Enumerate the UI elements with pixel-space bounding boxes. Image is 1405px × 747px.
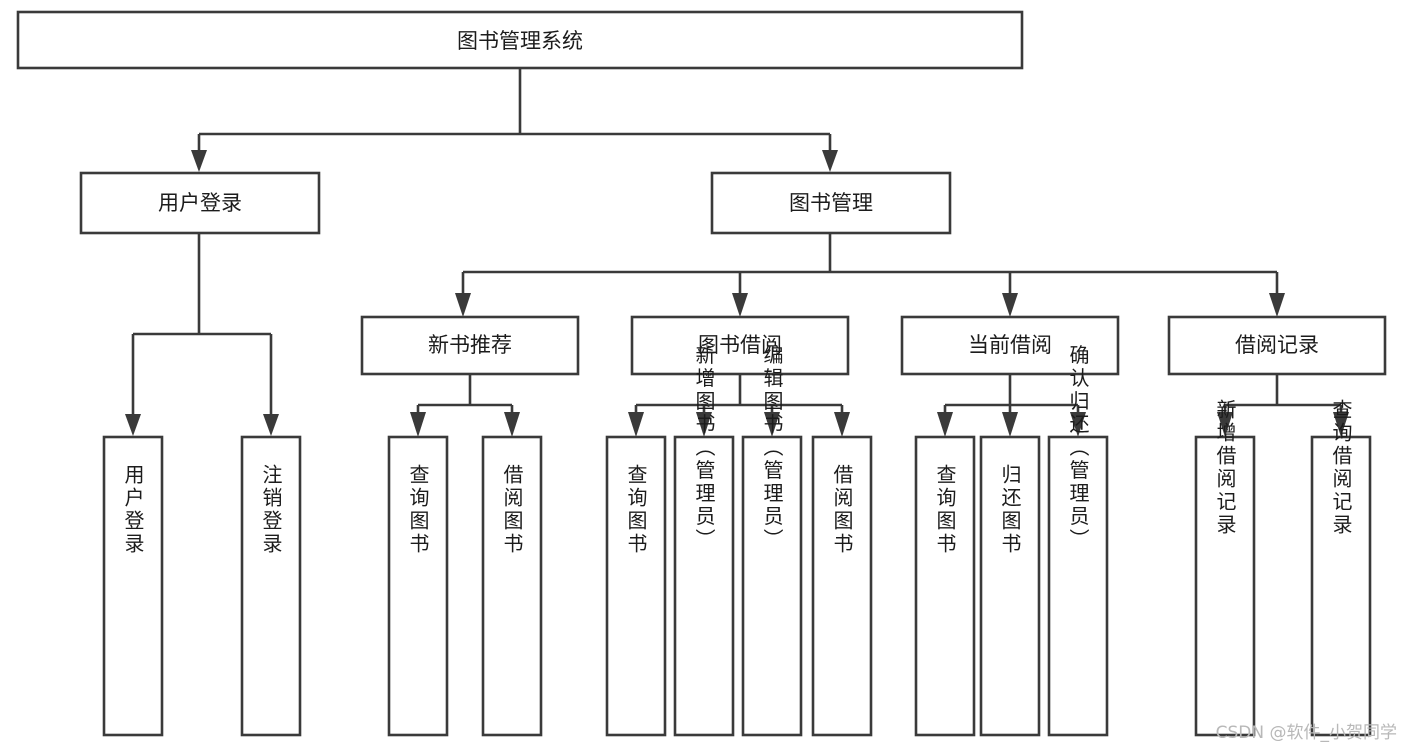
leaf-current-borrow-return[interactable]: 归还图书 [979,435,1041,737]
node-root-label: 图书管理系统 [457,29,583,53]
node-new-book-recommend-label: 新书推荐 [428,333,512,357]
arrow-head-br-leaf2 [1333,412,1349,437]
arrow-head-bb-leaf2 [696,412,712,437]
leaf-current-borrow-return-box[interactable] [979,435,1041,737]
node-current-borrow-box[interactable] [900,315,1120,376]
arrow-head-book-borrow [732,293,748,317]
leaf-borrow-record-add-label: 新增借阅记录 [1213,399,1237,537]
leaf-user-login-logout[interactable]: 注销登录 [240,435,302,737]
arrow-head-cb-leaf2 [1002,412,1018,437]
leaf-book-borrow-add-box[interactable] [673,435,735,737]
leaf-book-borrow-edit[interactable]: 编辑图书（管理员） [741,344,803,737]
connector-layer [125,68,1349,437]
node-new-book-recommend[interactable]: 新书推荐 [360,315,580,376]
leaf-user-login-login[interactable]: 用户登录 [102,435,164,737]
arrow-head-bb-leaf4 [834,412,850,437]
leaf-book-borrow-borrow-label: 借阅图书 [830,464,854,556]
leaf-book-borrow-borrow[interactable]: 借阅图书 [811,435,873,737]
leaf-current-borrow-confirm-box[interactable] [1047,435,1109,737]
leaf-user-login-logout-label: 注销登录 [259,464,283,556]
arrow-head-nb-leaf2 [504,412,520,437]
leaf-book-borrow-add-label: 新增图书（管理员） [692,344,716,551]
leaf-borrow-record-add[interactable]: 新增借阅记录 [1194,399,1256,737]
node-book-borrow-label: 图书借阅 [698,333,782,357]
arrow-head-new-book [455,293,471,317]
leaf-borrow-record-query-label: 查询借阅记录 [1329,399,1353,537]
node-book-borrow[interactable]: 图书借阅 [630,315,850,376]
leaf-borrow-record-query-box[interactable] [1310,435,1372,737]
leaf-book-borrow-query-label: 查询图书 [624,464,648,556]
node-book-borrow-box[interactable] [630,315,850,376]
leaf-new-book-query-label: 查询图书 [406,464,430,556]
node-current-borrow-label: 当前借阅 [968,333,1052,357]
leaf-user-login-logout-box[interactable] [240,435,302,737]
leaf-borrow-record-query[interactable]: 查询借阅记录 [1310,399,1372,737]
arrow-head-borrow-record [1269,293,1285,317]
node-new-book-recommend-box[interactable] [360,315,580,376]
node-root-system[interactable]: 图书管理系统 [16,10,1024,70]
arrow-head-br-leaf1 [1217,412,1233,437]
arrow-head-leaf-logout [263,414,279,436]
leaf-new-book-borrow-label: 借阅图书 [500,464,524,556]
leaf-new-book-borrow[interactable]: 借阅图书 [481,435,543,737]
node-book-manage-label: 图书管理 [789,191,873,215]
node-book-manage-box[interactable] [710,171,952,235]
arrow-head-bb-leaf3 [764,412,780,437]
leaf-book-borrow-add[interactable]: 新增图书（管理员） [673,344,735,737]
node-user-login-label: 用户登录 [158,191,242,215]
leaf-current-borrow-query[interactable]: 查询图书 [914,435,976,737]
leaf-user-login-login-box[interactable] [102,435,164,737]
node-borrow-record-label: 借阅记录 [1235,333,1319,357]
arrow-head-nb-leaf1 [410,412,426,437]
node-root-box[interactable] [16,10,1024,70]
leaf-current-borrow-query-box[interactable] [914,435,976,737]
arrow-head-bb-leaf1 [628,412,644,437]
node-borrow-record-box[interactable] [1167,315,1387,376]
arrow-head-cb-leaf1 [937,412,953,437]
leaf-book-borrow-edit-label: 编辑图书（管理员） [760,344,784,551]
leaf-current-borrow-return-label: 归还图书 [998,464,1022,556]
leaf-book-borrow-borrow-box[interactable] [811,435,873,737]
node-current-borrow[interactable]: 当前借阅 [900,315,1120,376]
leaf-book-borrow-query[interactable]: 查询图书 [605,435,667,737]
arrow-head-leaf-user-login [125,414,141,436]
node-borrow-record[interactable]: 借阅记录 [1167,315,1387,376]
leaf-new-book-query-box[interactable] [387,435,449,737]
leaf-user-login-login-label: 用户登录 [121,464,145,556]
arrow-head-current-borrow [1002,293,1018,317]
arrow-head-book-manage [822,150,838,172]
leaf-new-book-borrow-box[interactable] [481,435,543,737]
leaf-current-borrow-confirm-label: 确认归还（管理员） [1066,344,1090,551]
arrow-head-cb-leaf3 [1070,412,1086,437]
leaf-book-borrow-query-box[interactable] [605,435,667,737]
node-user-login-box[interactable] [79,171,321,235]
arrow-head-user-login [191,150,207,172]
leaf-current-borrow-query-label: 查询图书 [933,464,957,556]
leaf-book-borrow-edit-box[interactable] [741,435,803,737]
leaf-new-book-query[interactable]: 查询图书 [387,435,449,737]
leaf-borrow-record-add-box[interactable] [1194,435,1256,737]
node-book-manage[interactable]: 图书管理 [710,171,952,235]
leaf-current-borrow-confirm[interactable]: 确认归还（管理员） [1047,344,1109,737]
node-user-login[interactable]: 用户登录 [79,171,321,235]
